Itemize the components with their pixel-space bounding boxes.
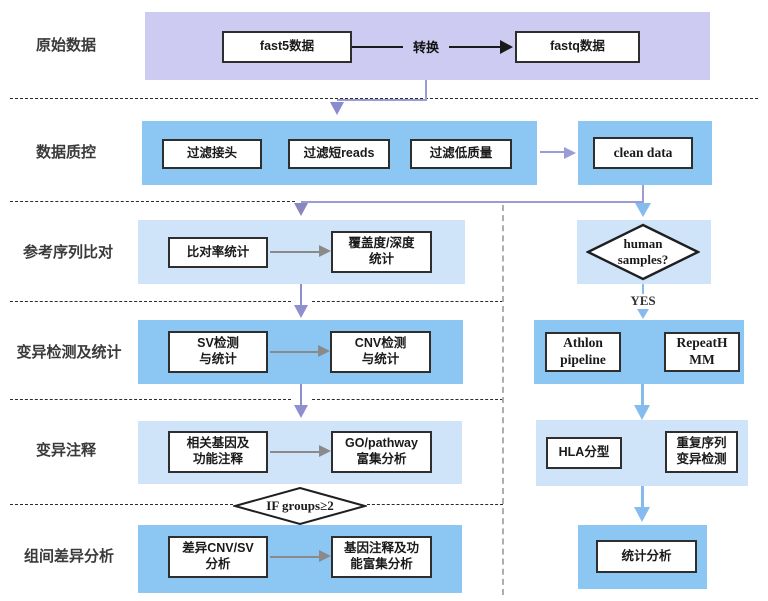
arrow-qc-to-clean-line [540,151,566,153]
connector-clean-down [642,185,644,202]
arrow-into-qc-icon [330,102,344,115]
node-coverage-depth: 覆盖度/深度 统计 [331,231,432,273]
decision-human-samples-label: human samples? [617,236,669,267]
separator-4-right [312,399,503,400]
node-athlon-pipeline: Athlon pipeline [545,332,621,372]
diamond-shape-icon [233,487,367,525]
row-label-group-diff: 组间差异分析 [23,548,114,565]
arrow-rate-to-coverage-line [270,251,319,253]
node-sv-detect: SV检测 与统计 [168,331,268,373]
row-label-raw-data: 原始数据 [35,37,96,54]
row-label-qc: 数据质控 [35,144,96,161]
node-align-rate: 比对率统计 [168,237,268,268]
connector-variant-to-annotation-line [300,384,302,406]
node-stats-analysis: 统计分析 [596,540,697,573]
separator-1 [10,98,758,99]
node-diff-cnv-sv: 差异CNV/SV 分析 [168,536,268,578]
node-fast5: fast5数据 [222,31,352,63]
row-label-annotation: 变异注释 [35,442,96,459]
node-clean-data: clean data [593,137,693,169]
convert-label: 转换 [403,39,449,56]
arrow-results-down-icon [634,507,650,522]
decision-if-groups: IF groups≥2 [233,487,367,525]
decision-human-samples: human samples? [586,223,700,281]
node-fastq: fastq数据 [515,31,640,63]
separator-5-right [367,504,503,505]
row-label-variant: 变异检测及统计 [16,344,122,361]
node-go-pathway: GO/pathway 富集分析 [331,431,432,473]
node-repeathmm: RepeatH MM [664,332,740,372]
row-label-alignment: 参考序列比对 [22,244,113,261]
separator-3-left [10,301,291,302]
separator-vertical [502,205,504,595]
separator-5-left [10,504,233,505]
node-cnv-detect: CNV检测 与统计 [330,331,431,373]
arrow-rate-to-coverage-head [319,245,331,257]
arrow-into-alignment-icon [294,203,308,216]
arrow-diff-to-enrich-head [319,550,331,562]
node-repeat-variant: 重复序列 变异检测 [665,431,738,473]
arrow-into-human-samples-icon [635,203,651,217]
connector-raw-down-icon [425,80,427,100]
separator-4-left [10,399,291,400]
node-gene-annotation: 相关基因及 功能注释 [168,431,268,473]
arrow-annot-to-go-line [270,451,319,453]
node-filter-adapter: 过滤接头 [162,139,262,169]
connector-yes-line [642,284,644,294]
node-gene-enrichment: 基因注释及功 能富集分析 [331,536,432,578]
connector-results-down-line [641,486,644,508]
arrow-convert-head [500,40,513,54]
arrow-sv-to-cnv-head [318,345,330,357]
arrow-align-to-variant-icon [294,305,308,318]
connector-tools-down-line [641,384,644,406]
decision-if-groups-label: IF groups≥2 [266,498,334,514]
arrow-tools-down-icon [634,405,650,420]
yes-label: YES [630,293,656,308]
node-filter-short-reads: 过滤短reads [288,139,390,169]
node-hla-typing: HLA分型 [546,437,622,469]
connector-align-to-variant-line [300,284,302,306]
separator-2 [10,201,295,202]
arrow-qc-to-clean-head [564,147,576,159]
arrow-sv-to-cnv-line [270,351,318,353]
arrow-annot-to-go-head [319,445,331,457]
separator-3-right [312,301,503,302]
arrow-diff-to-enrich-line [270,556,319,558]
node-filter-low-quality: 过滤低质量 [410,139,512,169]
arrow-variant-to-annotation-icon [294,405,308,418]
connector-raw-horizontal [337,99,427,101]
diamond-shape-icon [586,223,700,281]
arrow-yes-icon [637,309,649,319]
connector-clean-horizontal [301,201,644,203]
